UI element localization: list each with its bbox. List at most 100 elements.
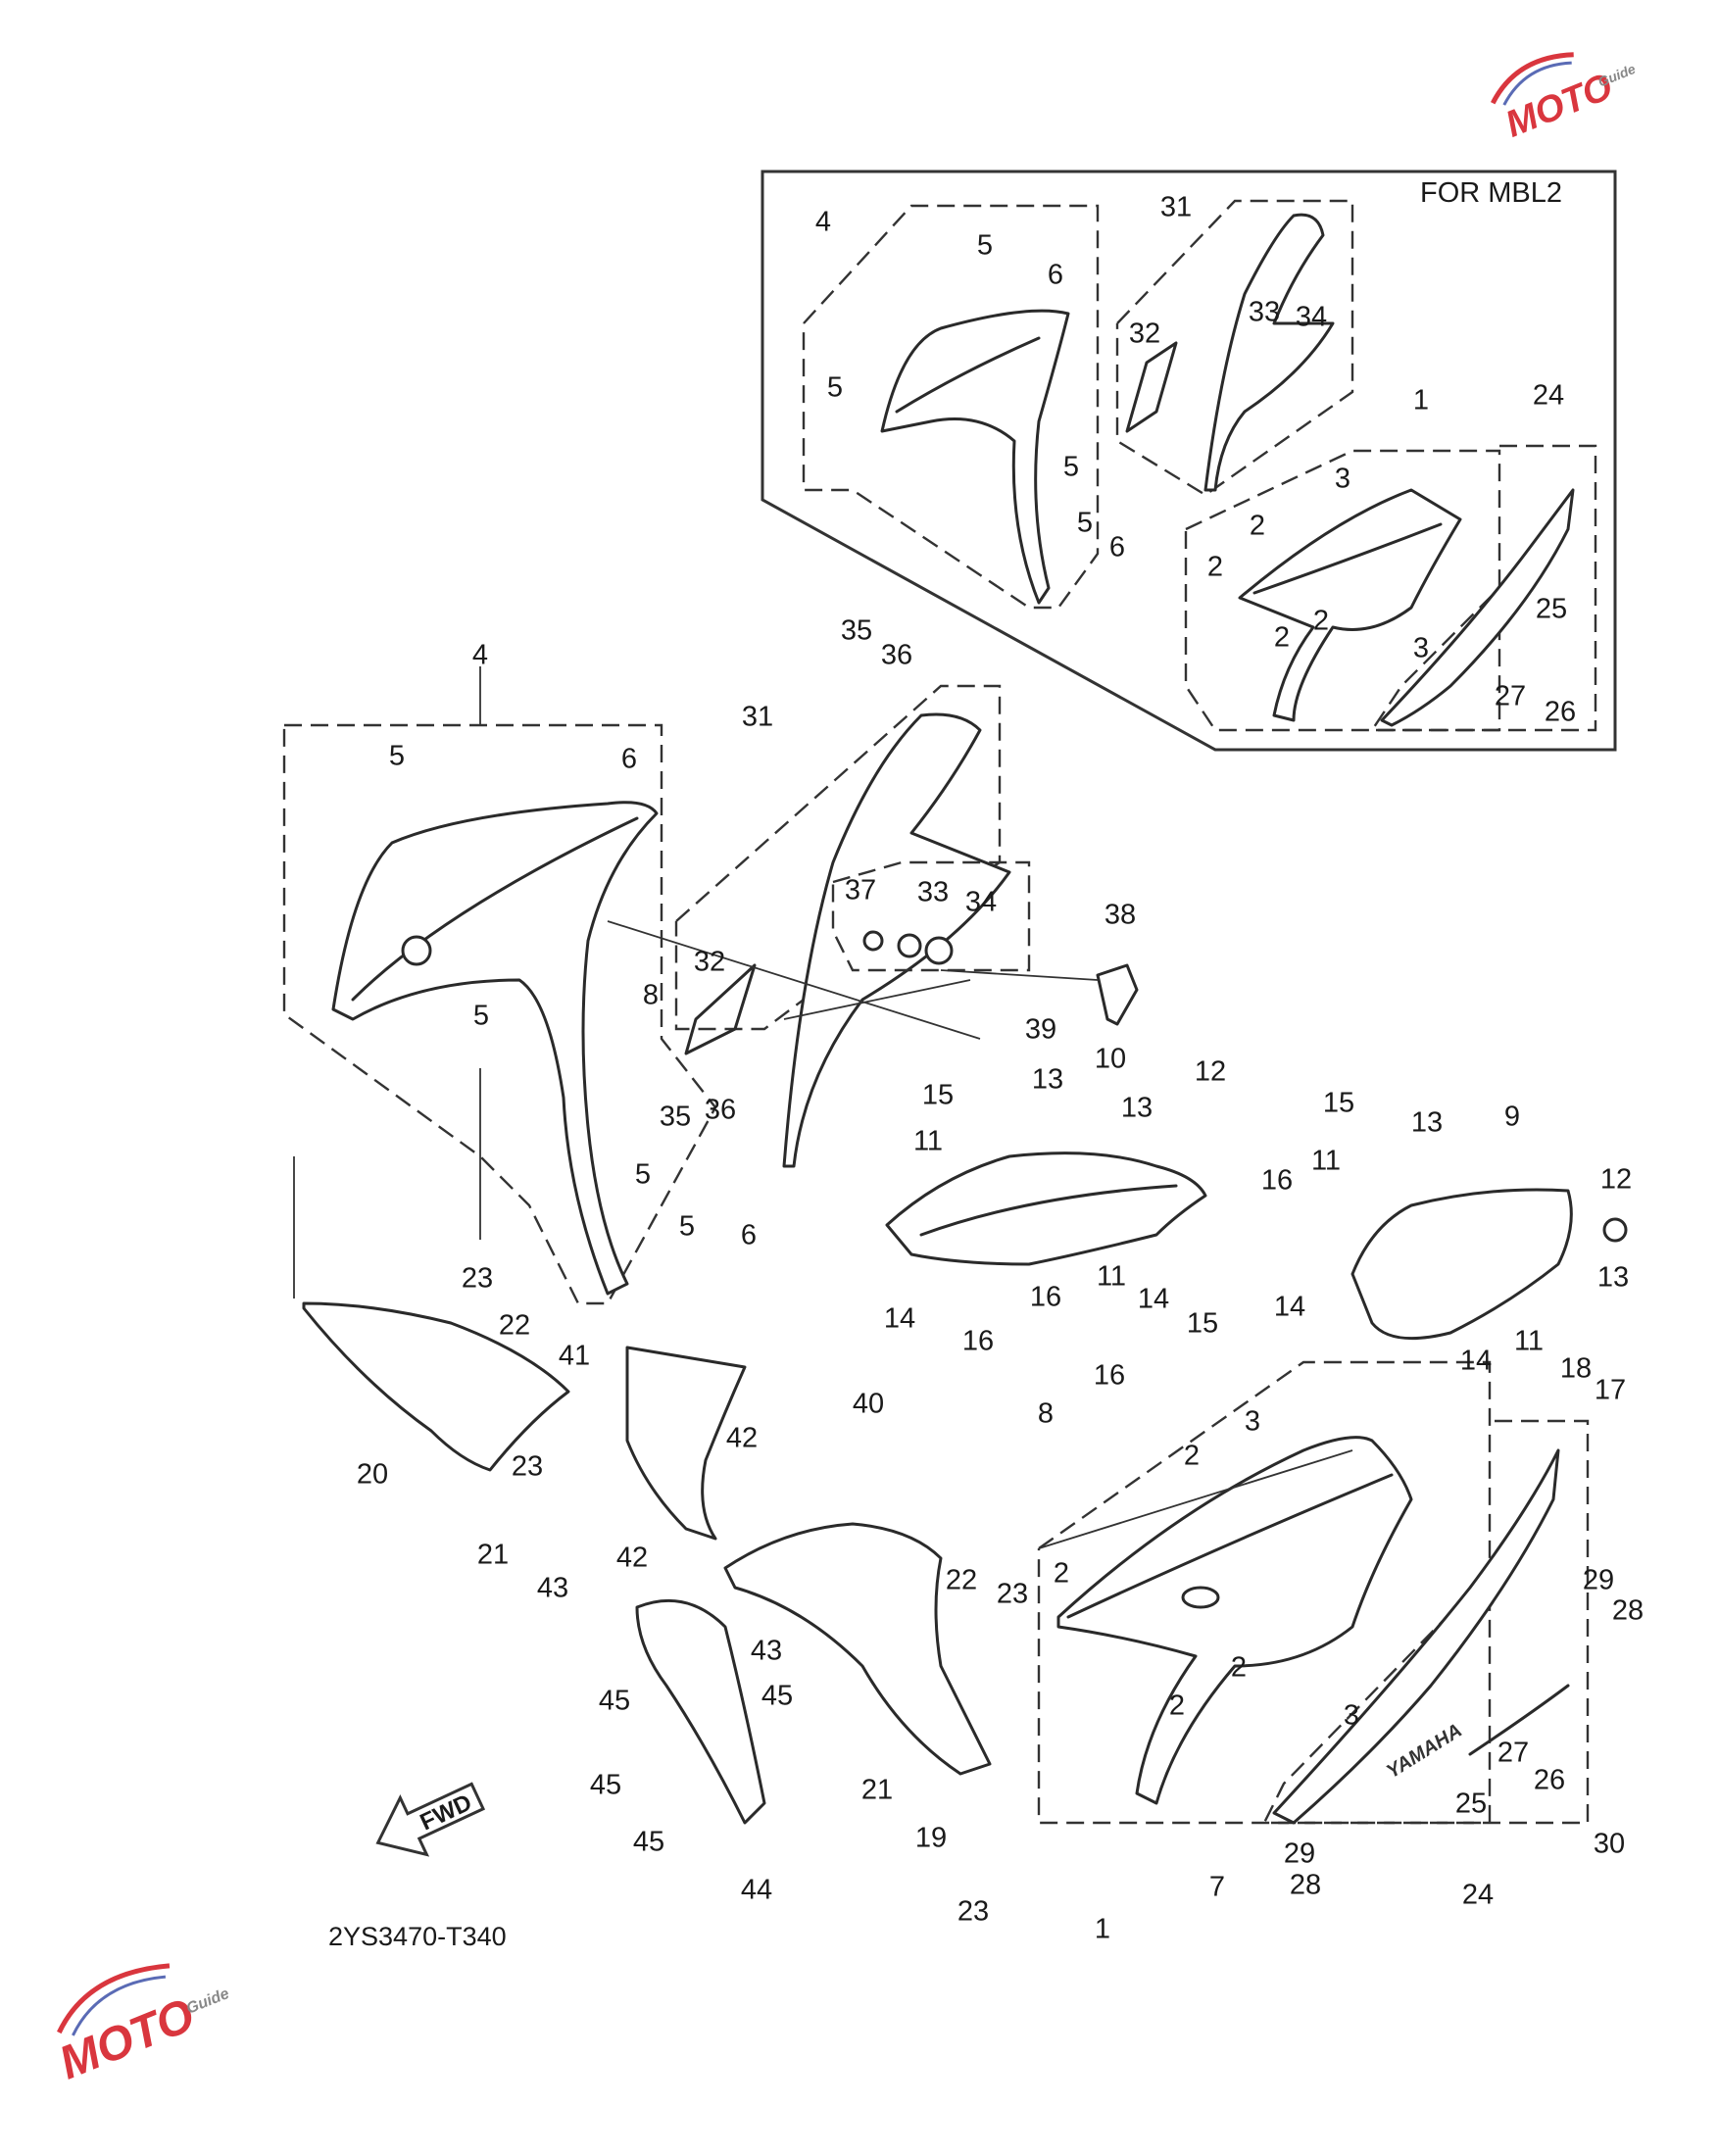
callout-26: 26: [1545, 697, 1576, 728]
under-cowl-44: [635, 1598, 766, 1825]
callout-2: 2: [1274, 622, 1290, 654]
inset-group-31-dashed: [1115, 199, 1354, 497]
callout-23: 23: [462, 1263, 493, 1295]
callout-14: 14: [1460, 1346, 1492, 1377]
callout-11: 11: [1311, 1146, 1341, 1177]
yamaha-decal: YAMAHA: [1383, 1720, 1466, 1783]
callout-27: 27: [1495, 681, 1526, 712]
callout-3: 3: [1335, 464, 1350, 495]
callout-41: 41: [559, 1341, 590, 1372]
callout-5: 5: [679, 1211, 695, 1243]
watermark-text: MOTO: [52, 1989, 202, 2090]
fwd-arrow: FWD: [375, 1782, 486, 1857]
callout-33: 33: [917, 877, 949, 908]
air-duct-9: [1350, 1188, 1573, 1341]
callout-1: 1: [1413, 385, 1429, 416]
watermark-sub: Guide: [184, 1985, 231, 2018]
inset-group-24-dashed: [1369, 444, 1597, 732]
callout-26: 26: [1534, 1765, 1565, 1796]
inset-frame: [761, 170, 1617, 752]
main-parts: YAMAHA: [282, 666, 1628, 1825]
damper-34: [924, 936, 954, 965]
watermark-sub: Guide: [1595, 61, 1638, 90]
callout-43: 43: [751, 1636, 782, 1667]
callout-15: 15: [1187, 1308, 1218, 1340]
callout-34: 34: [1296, 302, 1327, 333]
callout-39: 39: [1025, 1014, 1056, 1046]
callout-22: 22: [499, 1310, 530, 1342]
callout-4: 4: [815, 207, 831, 238]
inset-mbl2: FOR MBL2: [761, 170, 1617, 752]
callout-33: 33: [1249, 297, 1280, 328]
callout-21: 21: [861, 1775, 893, 1806]
callout-24: 24: [1462, 1880, 1494, 1911]
callout-14: 14: [1138, 1284, 1169, 1315]
callout-42: 42: [616, 1543, 648, 1574]
stripe-25: [1468, 1684, 1570, 1756]
callout-2: 2: [1313, 606, 1329, 637]
callout-2: 2: [1231, 1652, 1247, 1684]
callout-12: 12: [1195, 1056, 1226, 1088]
callout-45: 45: [599, 1686, 630, 1717]
leader-line: [940, 969, 1099, 981]
callout-21: 21: [477, 1540, 509, 1571]
stay-10: [885, 1152, 1207, 1266]
callout-29: 29: [1583, 1565, 1614, 1596]
callout-15: 15: [1323, 1088, 1354, 1119]
inset-decal-32: [1125, 341, 1178, 433]
callout-29: 29: [1284, 1838, 1315, 1870]
callout-2: 2: [1207, 552, 1223, 583]
callout-34: 34: [965, 887, 997, 918]
callout-5: 5: [635, 1159, 651, 1191]
callout-5: 5: [977, 230, 993, 262]
fairing-emblem: [1181, 1586, 1220, 1609]
callout-36: 36: [881, 640, 912, 671]
callout-11: 11: [1097, 1261, 1126, 1293]
callout-32: 32: [1129, 318, 1160, 350]
callout-5: 5: [389, 741, 405, 772]
callout-30: 30: [1594, 1829, 1625, 1860]
callout-8: 8: [643, 980, 659, 1011]
inset-fairing-crease: [1252, 522, 1443, 595]
group-1-dashed: [1037, 1360, 1492, 1825]
callout-16: 16: [1261, 1165, 1293, 1197]
callout-17: 17: [1595, 1375, 1626, 1406]
callout-25: 25: [1455, 1788, 1487, 1820]
callout-23: 23: [957, 1896, 989, 1928]
callout-28: 28: [1612, 1595, 1644, 1627]
callout-42: 42: [726, 1423, 758, 1454]
callout-2: 2: [1054, 1558, 1069, 1590]
callout-25: 25: [1536, 594, 1567, 625]
callout-4: 4: [472, 640, 488, 671]
callout-32: 32: [694, 947, 725, 978]
callout-36: 36: [705, 1095, 736, 1126]
callout-6: 6: [1109, 532, 1125, 564]
collar-33: [897, 933, 922, 958]
inset-title: FOR MBL2: [1420, 177, 1562, 209]
bolt-37: [862, 930, 884, 952]
callout-14: 14: [884, 1303, 915, 1335]
callout-12: 12: [1600, 1164, 1632, 1196]
callout-18: 18: [1560, 1353, 1592, 1385]
grommet-8-seat: [401, 935, 432, 966]
side-fairing-crease: [1066, 1473, 1394, 1619]
fwd-arrow-shape: [375, 1782, 486, 1857]
inset-cowling-side: [880, 309, 1070, 605]
group-4-dashed: [282, 723, 717, 1305]
callout-20: 20: [357, 1459, 388, 1491]
callout-5: 5: [1077, 508, 1093, 539]
callout-2: 2: [1250, 511, 1265, 542]
watermark-logo-bottom: MOTO Guide: [52, 1963, 231, 2090]
callout-7: 7: [1209, 1872, 1225, 1903]
lower-side-panel-24: [1272, 1448, 1560, 1825]
inset-lower-strip: [1380, 488, 1575, 727]
callout-16: 16: [962, 1326, 994, 1357]
callout-45: 45: [633, 1827, 664, 1858]
side-cowling-crease: [351, 816, 639, 1002]
inner-cover-41: [625, 1346, 747, 1541]
callout-3: 3: [1344, 1700, 1359, 1732]
callout-13: 13: [1032, 1064, 1063, 1096]
callout-16: 16: [1094, 1360, 1125, 1392]
callout-6: 6: [1048, 260, 1063, 291]
